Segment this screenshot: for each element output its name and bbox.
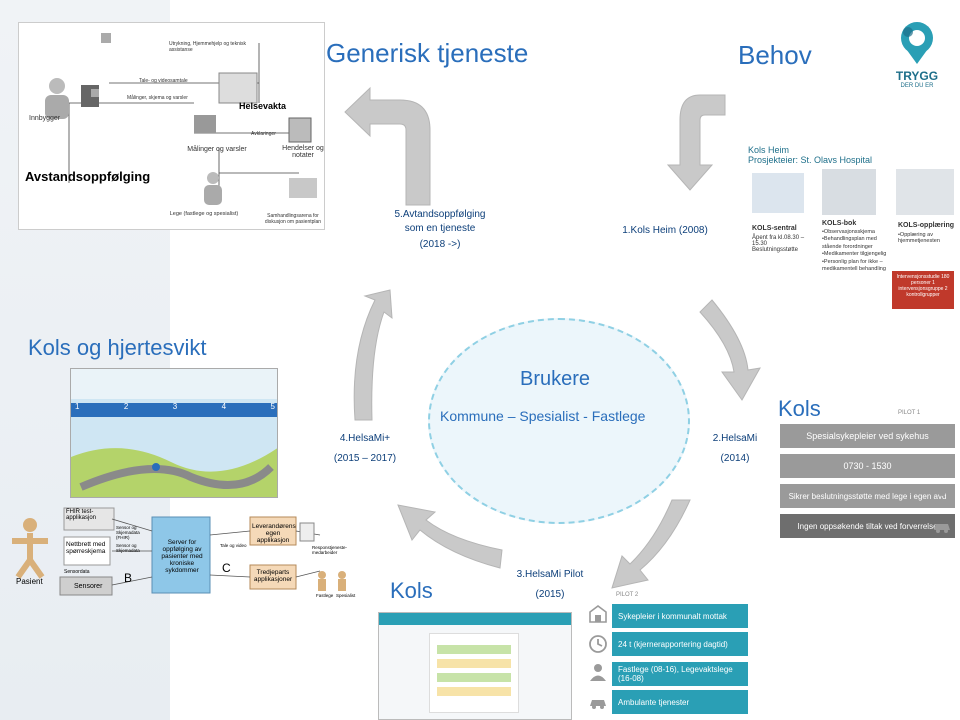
lege-label: Lege (fastlege og spesialist) xyxy=(169,211,239,217)
sensor1-label: Sensor og Skjemadata (FHIR) xyxy=(116,525,140,540)
car-icon xyxy=(934,524,950,533)
c-label: C xyxy=(222,561,231,575)
kols-bottom-title: Kols xyxy=(390,578,433,603)
helsevakta-label: Helsevakta xyxy=(239,101,287,111)
sensorer-label: Sensorer xyxy=(74,583,103,590)
hendelser-label: Hendelser og notater xyxy=(282,145,324,159)
step4-title: 4.HelsaMi+ xyxy=(339,433,391,444)
helsami-pilot-screenshot xyxy=(378,612,572,720)
responstjeneste-label: Responstjeneste-medarbeider xyxy=(312,545,348,555)
helsami-plus-screenshot: 1 2 3 4 5 xyxy=(70,368,278,498)
sensor2-label: Sensor og Skjemadata xyxy=(116,543,140,553)
maalinger-label: Målinger og varsler xyxy=(187,146,247,153)
talevideo-label: Tale og video xyxy=(220,543,247,548)
helsami-step: 3 xyxy=(172,402,178,411)
location-pin-icon xyxy=(901,22,933,64)
behov-title: Behov xyxy=(738,40,812,70)
step3-label: 3.HelsaMi Pilot (2015) xyxy=(505,568,595,601)
helsami-steps: 1 2 3 4 5 xyxy=(75,402,275,411)
pilot1-row-3: Sikrer beslutningsstøtte med lege i egen… xyxy=(780,484,955,508)
leverandor-label: Leverandørens egen applikasjon xyxy=(252,523,296,544)
kols-sentral-text: Åpent fra kl.08.30 – 15.30 Beslutningsst… xyxy=(752,235,805,253)
doctor-icon xyxy=(590,664,606,681)
step2-label: 2.HelsaMi (2014) xyxy=(700,432,770,465)
kols-heim-header2: Prosjekteier: St. Olavs Hospital xyxy=(748,155,873,165)
malinger-skjema-label: Målinger, skjema og varsler xyxy=(127,95,188,101)
hospital-icon xyxy=(589,605,607,623)
pilot1-row-2: 0730 - 1530 xyxy=(780,454,955,478)
spesialist-label: Spesialist xyxy=(336,593,356,598)
pilot2-row-4: Ambulante tjenester xyxy=(612,690,748,714)
pilot2-label: PILOT 2 xyxy=(616,592,639,598)
step4-year: (2015 – 2017) xyxy=(333,452,397,464)
tale-label: Tale- og videosamtale xyxy=(139,78,188,84)
architecture-diagram: Pasient FHIR test-applikasjon Nettbrett … xyxy=(0,505,365,615)
pilot1-label: PILOT 1 xyxy=(898,410,921,416)
step3-title: 3.HelsaMi Pilot xyxy=(516,569,584,580)
step5-label: 5.Avtandsoppfølging som en tjeneste (201… xyxy=(370,208,510,252)
pasient-label: Pasient xyxy=(16,577,43,586)
helsami-step: 5 xyxy=(270,402,275,411)
utrykning-label: Utrykning, Hjemmehjelp og teknisk assist… xyxy=(169,41,246,53)
kols-sentral-title: KOLS-sentral xyxy=(752,225,797,232)
brukere-title: Brukere xyxy=(520,368,591,390)
avstandsoppfolging-title: Avstandsoppfølging xyxy=(25,169,151,184)
pilot2-row-1: Sykepleier i kommunalt mottak xyxy=(612,604,748,628)
pilot2-row-2: 24 t (kjernerapportering dagtid) xyxy=(612,632,748,656)
clock-icon xyxy=(933,457,951,475)
pilot2-row-3: Fastlege (08-16), Legevaktslege (16-08) xyxy=(612,662,748,686)
pilot1-row-1: Spesialsykepleier ved sykehus xyxy=(780,424,955,448)
kols-bok-item: •Medikamenter tilgjengelig xyxy=(822,251,887,258)
kols-heim-photo-1 xyxy=(752,173,804,213)
trygg-logo: TRYGG DER DU ER xyxy=(886,18,948,92)
helsami-step: 4 xyxy=(221,402,227,411)
kols-opplaering-text: •Opplæring av hjemmetjenesten xyxy=(898,232,940,244)
avstandsoppfolging-diagram: Utrykning, Hjemmehjelp og teknisk assist… xyxy=(18,22,325,230)
pilot1-row-4: Ingen oppsøkende tiltak ved forverrelse xyxy=(780,514,955,538)
kols-bok-item: •Observasjonsskjema xyxy=(822,229,875,235)
fhir-label: FHIR test-applikasjon xyxy=(66,509,97,521)
kols-heim-panel: Kols Heim Prosjekteier: St. Olavs Hospit… xyxy=(748,145,960,315)
intervensjonsstudie-box: Intervensjonsstudie 180 personer 1 inter… xyxy=(892,271,954,309)
nettbrett-label: Nettbrett med spørreskjema xyxy=(66,541,106,555)
helsami-step: 1 xyxy=(75,402,80,411)
kommune-label: Kommune – Spesialist - Fastlege xyxy=(440,408,646,424)
kols-bok-title: KOLS-bok xyxy=(822,220,857,227)
step5-line1: 5.Avtandsoppfølging xyxy=(394,209,486,220)
step4-label: 4.HelsaMi+ (2015 – 2017) xyxy=(320,432,410,465)
car-icon xyxy=(590,700,606,709)
step5-line2: som en tjeneste xyxy=(404,222,476,234)
kols-heim-header1: Kols Heim xyxy=(748,145,790,155)
step1-label: 1.Kols Heim (2008) xyxy=(622,225,708,236)
clock-icon xyxy=(589,635,607,653)
fastlege-label: Fastlege xyxy=(316,593,334,598)
server-label: Server for oppfølging av pasienter med k… xyxy=(161,539,203,574)
step3-year: (2015) xyxy=(535,588,565,600)
innbygger-label: Innbygger xyxy=(29,115,61,122)
kols-bok-items: •Observasjonsskjema •Behandlingsplan med… xyxy=(822,229,888,274)
kols-heim-photo-3 xyxy=(896,169,954,215)
helsami-step: 2 xyxy=(123,402,129,411)
generisk-tjeneste-title: Generisk tjeneste xyxy=(326,38,529,68)
hospital-icon xyxy=(933,427,951,445)
doctor-icon xyxy=(934,488,950,505)
kols-heim-photo-2 xyxy=(822,169,876,215)
sensordata-label: Sensordata xyxy=(64,569,90,575)
logo-text-1: TRYGG xyxy=(895,69,939,83)
kols-bok-item: •Personlig plan for ikke – medikamentell… xyxy=(822,258,886,273)
b-label: B xyxy=(124,571,133,585)
logo-text-2: DER DU ER xyxy=(900,83,934,89)
samhandling-label: Samhandlingsarena for diskusjon om pasie… xyxy=(264,213,322,225)
kols-bok-item: •Behandlingsplan med stående forordninge… xyxy=(822,236,877,250)
brukere-ellipse xyxy=(428,318,690,524)
step2-year: (2014) xyxy=(720,452,750,464)
kols-opplaering-title: KOLS-opplæring xyxy=(898,222,954,229)
kols-right-title: Kols xyxy=(778,396,821,421)
step2-title: 2.HelsaMi xyxy=(712,433,758,444)
step5-year: (2018 ->) xyxy=(419,239,461,250)
tredjeparts-label: Tredjeparts applikasjoner xyxy=(253,569,293,583)
avklaringer-label: Avklaringer xyxy=(251,131,276,137)
kols-hjertesvikt-title: Kols og hjertesvikt xyxy=(28,335,207,360)
